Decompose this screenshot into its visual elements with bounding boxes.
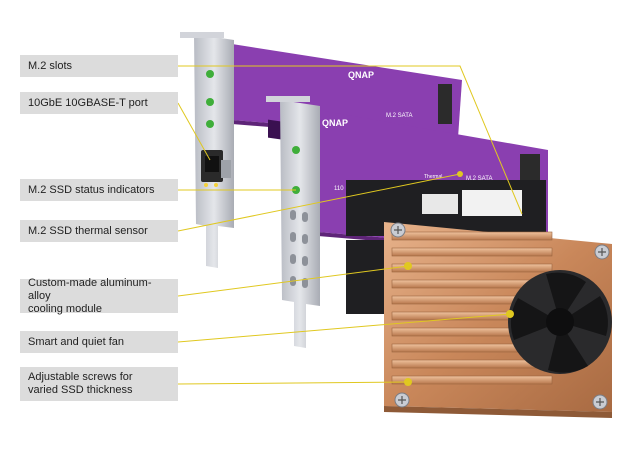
callout-m2-slots bbox=[178, 65, 523, 215]
label-port: 10GbE 10GBASE-T port bbox=[20, 92, 178, 114]
led-icon bbox=[206, 120, 214, 128]
label-thermal-sensor: M.2 SSD thermal sensor bbox=[20, 220, 178, 242]
thermal-sensor-text: Thermal bbox=[424, 174, 442, 180]
screw-icon bbox=[394, 392, 410, 408]
callout-cooling bbox=[177, 265, 409, 297]
led-icon bbox=[292, 146, 300, 154]
back-brand: QNAP bbox=[348, 70, 374, 80]
label-text: M.2 slots bbox=[28, 59, 73, 72]
callout-fan bbox=[177, 313, 511, 343]
cooling-module bbox=[384, 222, 612, 418]
slot-size-top: 110 bbox=[334, 186, 344, 192]
label-status-indicators: M.2 SSD status indicators bbox=[20, 179, 178, 201]
callout-lines bbox=[177, 65, 523, 385]
led-icon bbox=[206, 98, 214, 106]
led-icon bbox=[206, 70, 214, 78]
callout-screws bbox=[177, 381, 409, 385]
label-text: M.2 SSD status indicators bbox=[28, 183, 155, 196]
screw-icon bbox=[594, 244, 610, 260]
callout-thermal bbox=[177, 173, 461, 232]
front-brand: QNAP bbox=[322, 118, 348, 128]
label-fan: Smart and quiet fan bbox=[20, 331, 178, 353]
label-screws: Adjustable screws for varied SSD thickne… bbox=[20, 367, 178, 401]
label-cooling-module: Custom-made aluminum-alloy cooling modul… bbox=[20, 276, 178, 315]
heatsink-fins bbox=[391, 231, 553, 385]
screw-icon bbox=[390, 222, 406, 238]
front-card: QNAP M.2 SATA Thermal 110 110 bbox=[266, 96, 548, 348]
screw-icon bbox=[592, 394, 608, 410]
fan-icon bbox=[508, 270, 612, 374]
back-slot-label: M.2 SATA bbox=[386, 113, 412, 119]
label-text: Smart and quiet fan bbox=[28, 335, 125, 348]
front-bracket bbox=[280, 100, 320, 348]
label-text: M.2 SSD thermal sensor bbox=[28, 224, 148, 237]
label-text: 10GbE 10GBASE-T port bbox=[28, 96, 148, 109]
ssd-bottom bbox=[346, 240, 386, 314]
slot-size-bottom: 110 bbox=[334, 248, 344, 254]
front-slot-label: M.2 SATA bbox=[466, 176, 492, 182]
label-text: Adjustable screws for varied SSD thickne… bbox=[28, 371, 133, 396]
label-text: Custom-made aluminum-alloy cooling modul… bbox=[28, 276, 152, 315]
callout-port bbox=[177, 102, 211, 161]
label-m2-slots: M.2 slots bbox=[20, 55, 178, 77]
